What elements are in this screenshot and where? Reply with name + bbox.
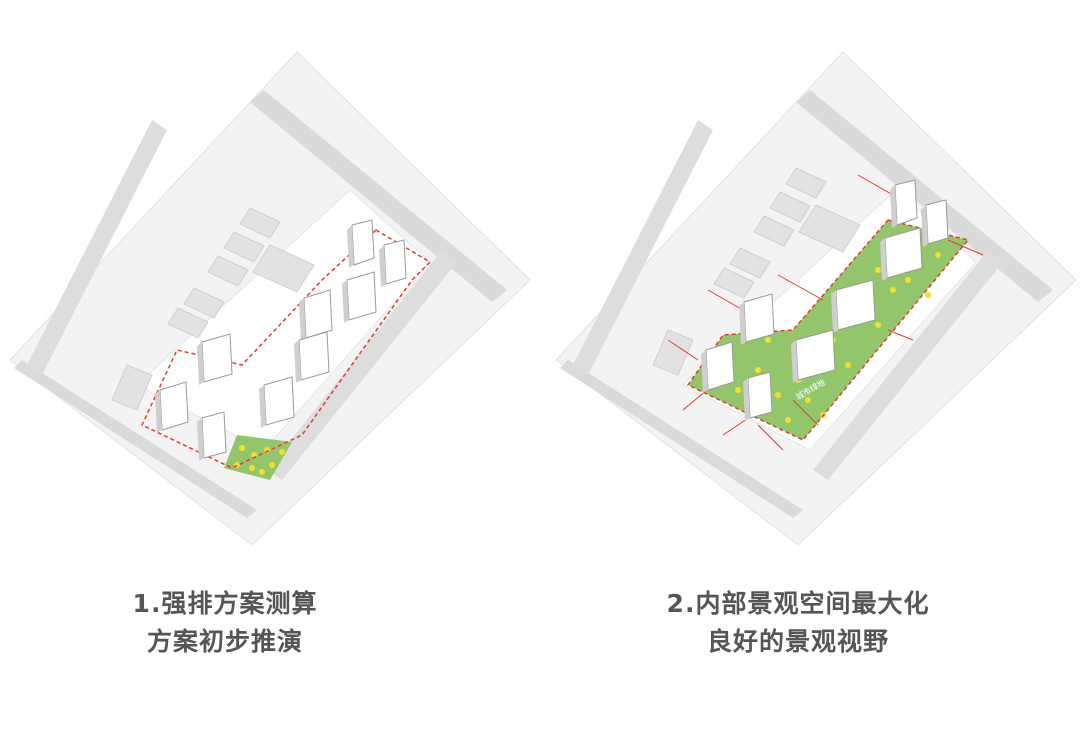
caption-1-line-1: 1.强排方案测算 [132,589,318,618]
site-boundary [686,219,970,441]
tower [701,341,735,393]
road-east [813,250,1003,480]
road-east [267,250,457,480]
tower [791,329,836,383]
road-north [796,90,1053,302]
caption-2-line-2: 良好的景观视野 [706,627,889,656]
site-diagram-1: 城市绿地 [2,40,532,560]
view-arrow [707,289,744,311]
road-west [573,120,713,375]
view-arrow [667,339,699,361]
tower [880,227,923,281]
road-north [250,90,507,302]
tower [294,331,330,383]
caption-2: 2.内部景观空间最大化 良好的景观视野 [588,585,1008,661]
road-south [14,360,257,518]
context-buildings [652,167,861,376]
view-arrow [887,329,914,341]
site-plan-axonometric: 城市绿地 [9,51,531,546]
view-arrow [792,399,819,426]
tower [890,179,918,228]
caption-1: 1.强排方案测算 方案初步推演 [15,585,435,661]
road-west [27,120,167,375]
caption-1-line-2: 方案初步推演 [146,627,303,656]
tower [739,293,775,345]
tower [831,279,876,333]
view-arrow [777,274,824,301]
site-diagram-2: 城市绿地 [548,40,1078,560]
view-arrow [857,174,894,196]
trees [234,445,285,475]
tower [743,371,773,421]
site-plan-axonometric: 城市绿地 [555,51,1077,546]
tower [342,271,377,323]
towers [155,219,407,461]
tower [921,199,949,247]
tower [379,239,407,287]
caption-2-line-1: 2.内部景观空间最大化 [666,589,930,618]
tower [197,411,227,461]
tower [347,219,375,268]
tower [197,333,233,385]
tower [155,381,189,433]
context-buildings [111,207,315,411]
towers [701,179,949,421]
view-arrow [757,424,784,451]
view-arrow [947,239,984,256]
tower [299,289,333,341]
road-south [560,360,803,518]
tower [259,376,295,428]
